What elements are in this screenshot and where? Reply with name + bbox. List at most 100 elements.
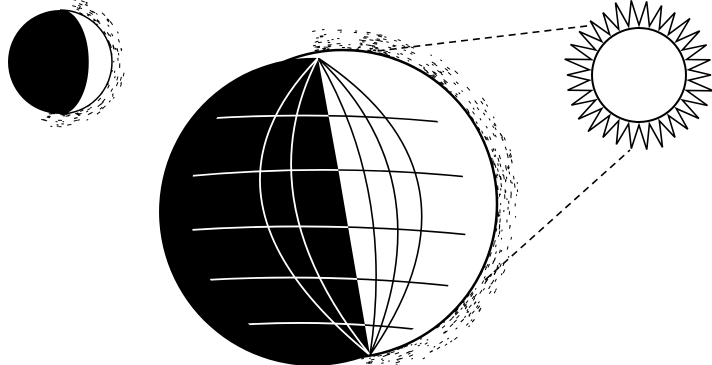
halo-stipple: [404, 50, 406, 51]
halo-stipple: [362, 40, 366, 41]
halo-stipple: [456, 315, 459, 318]
halo-stipple: [482, 98, 484, 101]
halo-stipple: [501, 177, 502, 180]
halo-stipple: [445, 344, 447, 346]
halo-stipple: [490, 137, 491, 140]
halo-stipple: [47, 117, 50, 118]
halo-stipple: [498, 163, 499, 166]
halo-stipple: [476, 305, 478, 307]
halo-stipple: [480, 118, 481, 120]
halo-stipple: [109, 101, 110, 103]
halo-stipple: [484, 276, 485, 278]
halo-stipple: [493, 160, 494, 162]
halo-stipple: [448, 72, 451, 75]
moon: [8, 0, 124, 127]
halo-stipple: [496, 251, 497, 254]
halo-stipple: [443, 71, 445, 72]
halo-stipple: [87, 120, 89, 121]
halo-stipple: [464, 316, 466, 318]
halo-stipple: [466, 323, 468, 325]
halo-stipple: [495, 149, 496, 151]
halo-stipple: [86, 4, 87, 5]
halo-stipple: [485, 110, 487, 113]
halo-stipple: [461, 308, 463, 310]
halo-stipple: [498, 169, 499, 172]
halo-stipple: [508, 156, 509, 158]
halo-stipple: [96, 13, 97, 14]
halo-stipple: [482, 281, 484, 284]
halo-stipple: [67, 125, 71, 126]
halo-stipple: [504, 175, 505, 179]
halo-stipple: [86, 2, 88, 3]
halo-stipple: [89, 12, 92, 14]
halo-stipple: [379, 35, 382, 36]
halo-stipple: [396, 57, 399, 58]
halo-stipple: [43, 120, 46, 121]
halo-stipple: [317, 46, 320, 47]
halo-stipple: [501, 250, 502, 252]
halo-stipple: [475, 101, 478, 105]
halo-stipple: [377, 39, 380, 40]
halo-stipple: [100, 107, 102, 109]
halo-stipple: [473, 108, 474, 110]
halo-stipple: [408, 58, 411, 59]
halo-stipple: [86, 111, 88, 112]
halo-stipple: [469, 305, 471, 308]
halo-stipple: [102, 106, 105, 109]
halo-stipple: [503, 139, 504, 141]
halo-stipple: [499, 263, 500, 265]
halo-stipple: [496, 289, 497, 290]
halo-stipple: [107, 32, 109, 35]
halo-stipple: [386, 42, 389, 43]
halo-stipple: [480, 290, 482, 294]
halo-stipple: [418, 345, 420, 346]
halo-stipple: [461, 319, 464, 322]
halo-stipple: [489, 291, 491, 294]
halo-stipple: [495, 155, 496, 157]
halo-stipple: [388, 361, 390, 362]
halo-stipple: [400, 54, 403, 55]
halo-stipple: [456, 328, 458, 330]
halo-stipple: [486, 126, 487, 128]
halo-stipple: [500, 264, 501, 268]
halo-stipple: [397, 54, 399, 55]
halo-stipple: [374, 42, 377, 43]
halo-stipple: [312, 31, 315, 32]
halo-stipple: [493, 117, 494, 119]
halo-stipple: [510, 149, 511, 151]
halo-stipple: [450, 319, 453, 321]
halo-stipple: [431, 55, 432, 56]
halo-stipple: [493, 148, 494, 151]
halo-stipple: [396, 362, 400, 364]
halo-stipple: [492, 158, 493, 160]
halo-stipple: [374, 47, 378, 48]
halo-stipple: [500, 219, 501, 223]
halo-stipple: [395, 49, 397, 50]
halo-stipple: [397, 360, 398, 361]
halo-stipple: [367, 50, 371, 51]
halo-stipple: [98, 98, 101, 101]
halo-stipple: [432, 64, 434, 65]
halo-stipple: [102, 13, 105, 16]
halo-stipple: [472, 311, 474, 314]
halo-stipple: [74, 120, 78, 121]
halo-stipple: [441, 74, 443, 76]
halo-stipple: [455, 71, 458, 74]
halo-stipple: [493, 133, 495, 136]
halo-stipple: [478, 301, 479, 303]
halo-stipple: [469, 313, 471, 316]
halo-stipple: [399, 355, 402, 356]
halo-stipple: [117, 48, 118, 52]
halo-stipple: [318, 42, 322, 43]
halo-stipple: [514, 176, 515, 180]
halo-stipple: [415, 344, 417, 345]
halo-stipple: [113, 97, 114, 99]
halo-stipple: [440, 60, 442, 61]
halo-stipple: [508, 167, 509, 169]
halo-stipple: [495, 164, 496, 168]
halo-stipple: [494, 162, 495, 166]
halo-stipple: [97, 112, 100, 114]
halo-stipple: [410, 351, 413, 352]
halo-stipple: [489, 118, 490, 120]
halo-stipple: [373, 43, 377, 44]
